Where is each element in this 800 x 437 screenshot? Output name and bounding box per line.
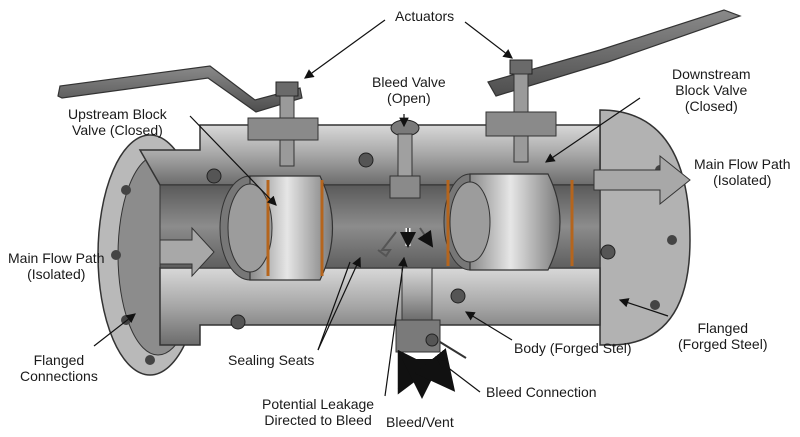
right-flange — [599, 109, 691, 346]
label-body-text: Body (Forged Stel) — [514, 340, 632, 356]
bleed-valve — [389, 119, 421, 199]
label-bleed-vent: Bleed/Vent — [386, 414, 454, 430]
label-bleed-vent-text: Bleed/Vent — [386, 414, 454, 430]
label-flow-right-line2: (Isolated) — [713, 172, 772, 188]
label-bleed-valve: Bleed Valve (Open) — [372, 74, 446, 106]
label-upstream-valve: Upstream Block Valve (Closed) — [68, 106, 167, 138]
upstream-actuator — [57, 65, 319, 167]
vent-arrow-icon — [414, 348, 456, 392]
label-flow-right: Main Flow Path (Isolated) — [694, 156, 790, 188]
label-downstream-valve-line2: Block Valve — [675, 82, 748, 98]
label-potential-leakage-line1: Potential Leakage — [262, 396, 375, 412]
label-downstream-valve-line1: Downstream — [672, 66, 751, 82]
label-downstream-valve: Downstream Block Valve (Closed) — [672, 66, 751, 114]
leak-arrow-icon — [417, 227, 434, 248]
flange-bolt-hole-icon — [145, 355, 155, 365]
label-sealing-seats-text: Sealing Seats — [228, 352, 315, 368]
label-upstream-valve-line1: Upstream Block — [68, 106, 167, 122]
leader-lines — [93, 19, 669, 397]
label-flow-left-line1: Main Flow Path — [8, 250, 105, 266]
label-flow-right-line1: Main Flow Path — [694, 156, 791, 172]
leak-arrow-icon — [377, 231, 397, 258]
label-flanged-connections-line2: Connections — [20, 368, 98, 384]
vent-arrow-icon — [397, 349, 434, 395]
flow-arrow-in-icon — [159, 226, 215, 278]
flange-bolt-hole-icon — [650, 300, 660, 310]
label-actuators: Actuators — [395, 8, 454, 24]
label-flanged-right: Flanged (Forged Steel) — [678, 320, 767, 352]
label-flow-left-line2: (Isolated) — [27, 266, 86, 282]
label-bleed-valve-line1: Bleed Valve — [372, 74, 446, 90]
label-downstream-valve-line3: (Closed) — [684, 98, 738, 114]
label-flanged-right-line2: (Forged Steel) — [678, 336, 768, 352]
flow-arrow-out-icon — [593, 154, 691, 206]
label-potential-leakage-line2: Directed to Bleed — [264, 412, 372, 428]
label-upstream-valve-line2: Valve (Closed) — [72, 122, 163, 138]
flange-bolt-hole-icon — [667, 235, 677, 245]
bleed-connection-pipe — [395, 267, 467, 359]
label-bleed-connection-text: Bleed Connection — [486, 384, 597, 400]
upstream-ball — [219, 175, 333, 281]
label-potential-leakage: Potential Leakage Directed to Bleed — [262, 396, 374, 428]
valve-body — [138, 124, 616, 346]
flange-bolt-hole-icon — [121, 185, 131, 195]
flange-bolt-hole-icon — [111, 250, 121, 260]
label-bleed-valve-line2: (Open) — [387, 90, 431, 106]
label-flanged-connections: Flanged Connections — [20, 352, 98, 384]
downstream-ball — [443, 173, 574, 271]
label-bleed-connection: Bleed Connection — [486, 384, 597, 400]
downstream-actuator — [485, 9, 742, 163]
label-flow-left: Main Flow Path (Isolated) — [8, 250, 104, 282]
label-actuators-text: Actuators — [395, 8, 455, 24]
label-flanged-right-line1: Flanged — [697, 320, 749, 336]
label-body: Body (Forged Stel) — [514, 340, 632, 356]
label-flanged-connections-line1: Flanged — [33, 352, 85, 368]
label-sealing-seats: Sealing Seats — [228, 352, 314, 368]
